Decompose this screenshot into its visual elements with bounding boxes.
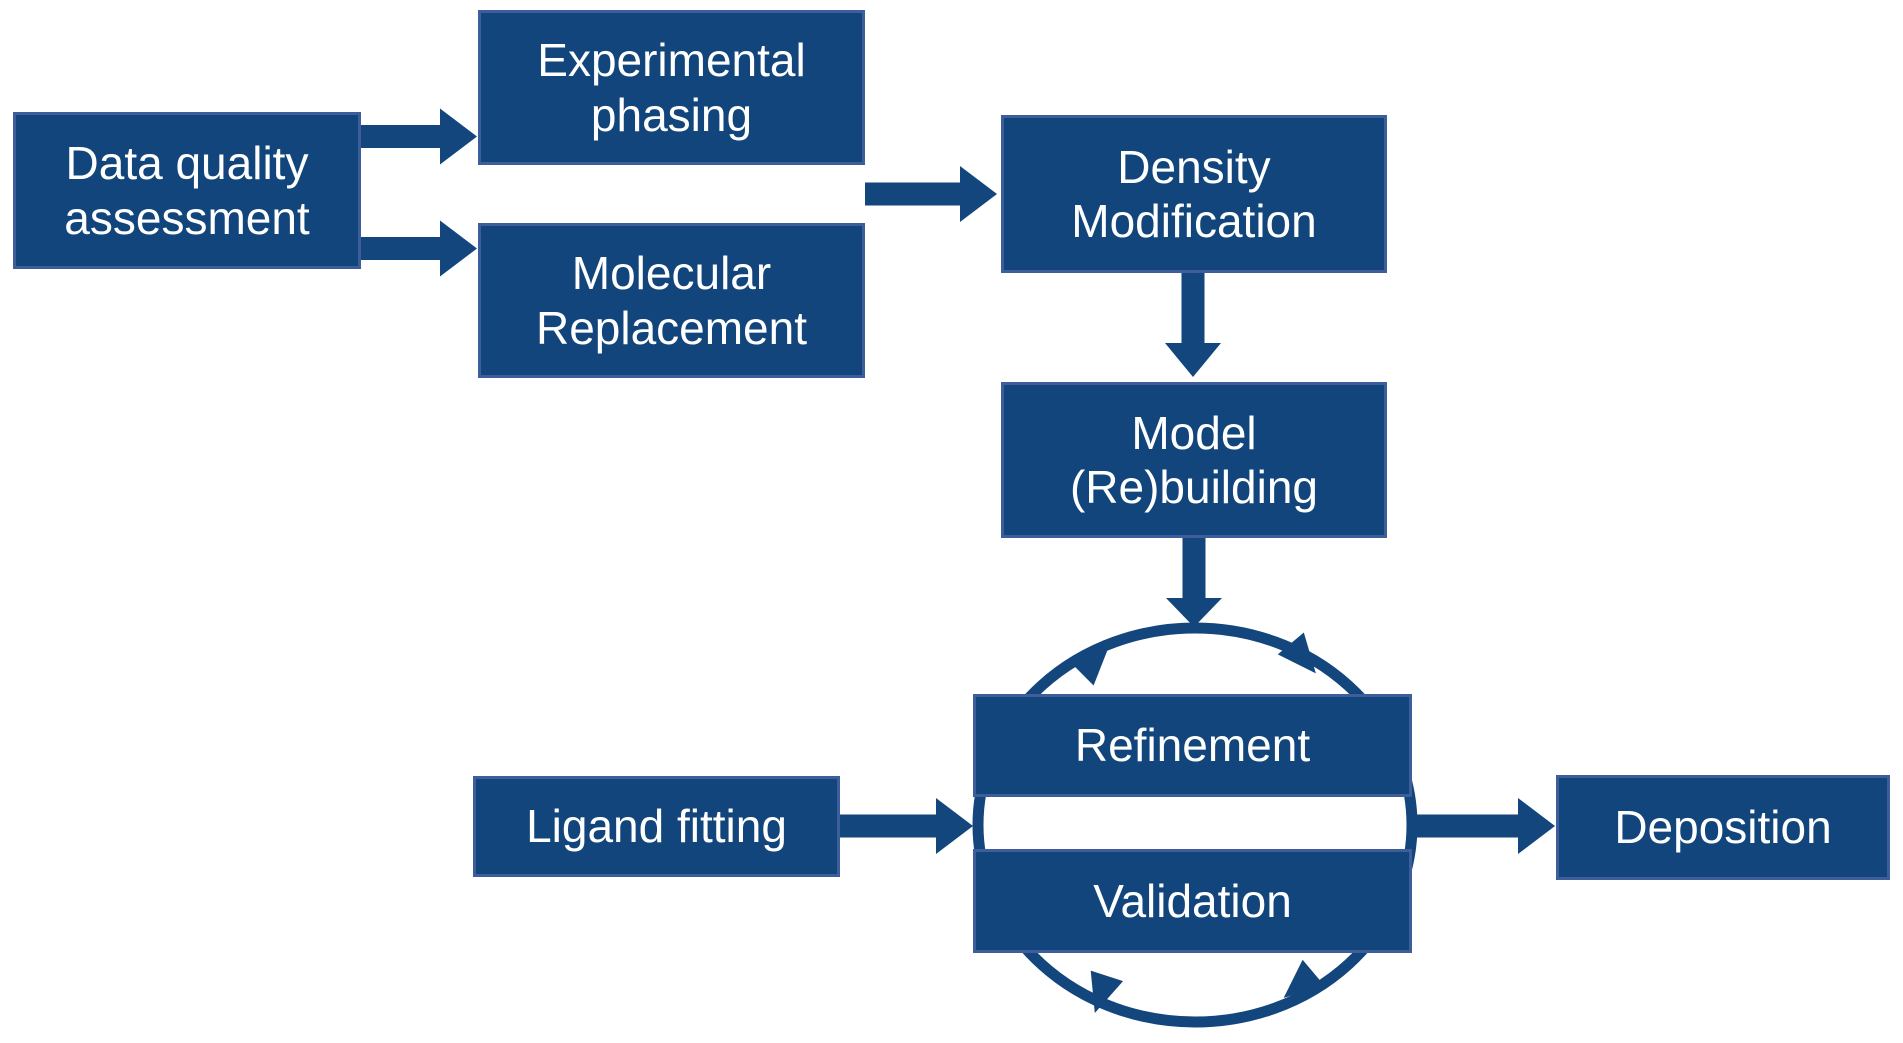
arrow-data-quality-to-molecular-replacement: [361, 220, 477, 277]
arrow-density-modification-to-model-rebuilding: [1165, 273, 1221, 377]
cycle-arrowhead-top-right: [1277, 632, 1316, 674]
box-molecular-replacement: Molecular Replacement: [478, 223, 865, 378]
box-label: Data quality assessment: [64, 137, 310, 244]
box-deposition: Deposition: [1556, 775, 1890, 880]
box-label: Molecular Replacement: [535, 247, 808, 354]
box-experimental-phasing: Experimental phasing: [478, 10, 865, 165]
arrow-ligand-fitting-to-refinement-validation: [840, 798, 973, 854]
refinement-validation-cycle-arrow: [972, 622, 1418, 1028]
box-label: Experimental phasing: [537, 34, 806, 141]
box-label: Ligand fitting: [526, 800, 787, 853]
box-data-quality-assessment: Data quality assessment: [13, 112, 361, 269]
box-label: Refinement: [1074, 719, 1311, 772]
box-label: Density Modification: [1071, 140, 1317, 247]
cycle-arrowhead-bottom-right: [1283, 959, 1325, 998]
box-refinement: Refinement: [973, 694, 1412, 797]
arrow-data-quality-to-experimental-phasing: [361, 108, 477, 165]
box-label: Validation: [1093, 874, 1292, 927]
box-label: Model (Re)building: [1069, 406, 1318, 513]
box-density-modification: Density Modification: [1001, 115, 1387, 273]
cycle-arrowhead-top-left: [1069, 645, 1110, 686]
box-ligand-fitting: Ligand fitting: [473, 776, 840, 877]
arrow-refinement-validation-to-deposition: [1412, 798, 1555, 854]
cycle-arrowhead-bottom-left: [1090, 970, 1124, 1014]
arrow-model-rebuilding-to-refinement-cycle: [1166, 538, 1222, 627]
box-validation: Validation: [973, 849, 1412, 953]
arrow-phasing-mr-to-density-modification: [865, 166, 997, 222]
box-label: Deposition: [1614, 801, 1832, 854]
box-model-rebuilding: Model (Re)building: [1001, 382, 1387, 538]
